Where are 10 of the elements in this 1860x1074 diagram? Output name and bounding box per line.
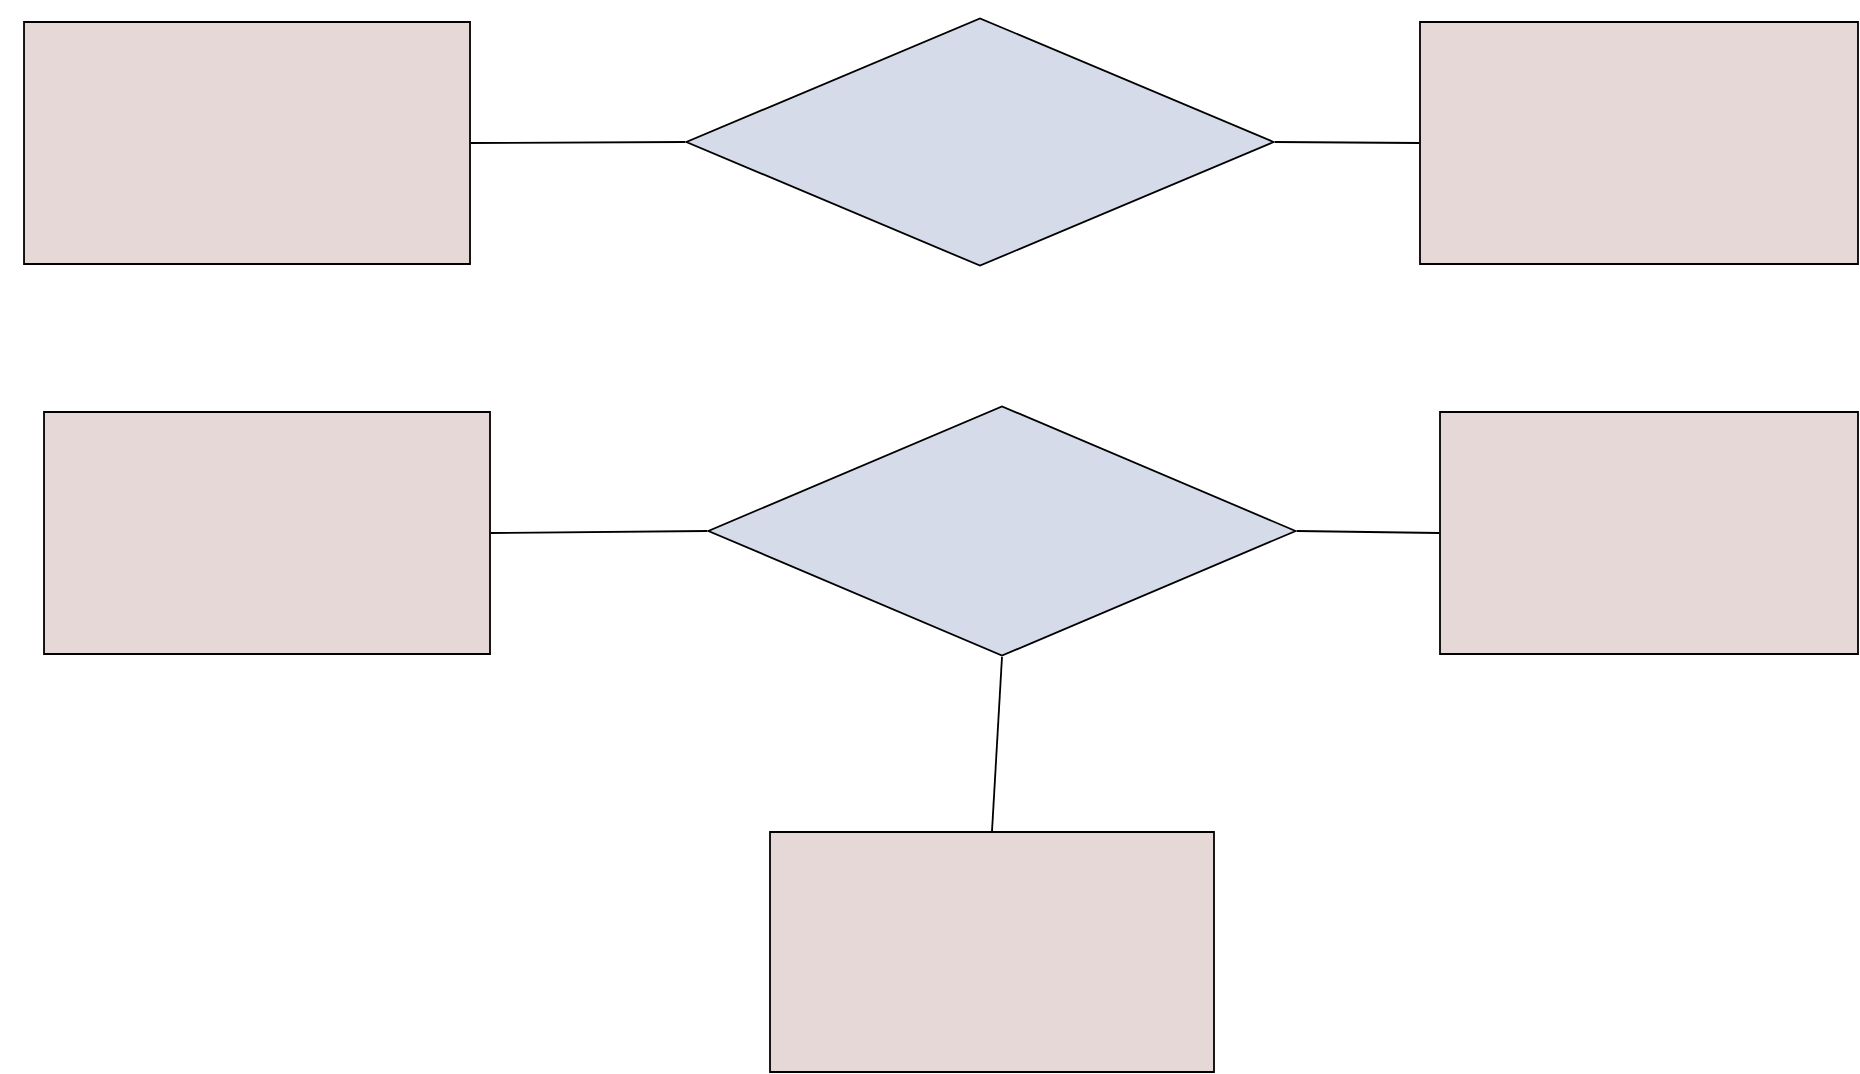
connector-line [1274,141,1420,144]
connector-line [470,141,686,144]
connector-line [991,656,1003,832]
process-box [43,411,491,655]
process-box [769,831,1215,1073]
process-box [1419,21,1859,265]
connector-line [490,530,708,534]
connector-line [1296,530,1440,534]
process-box [23,21,471,265]
process-box [1439,411,1859,655]
